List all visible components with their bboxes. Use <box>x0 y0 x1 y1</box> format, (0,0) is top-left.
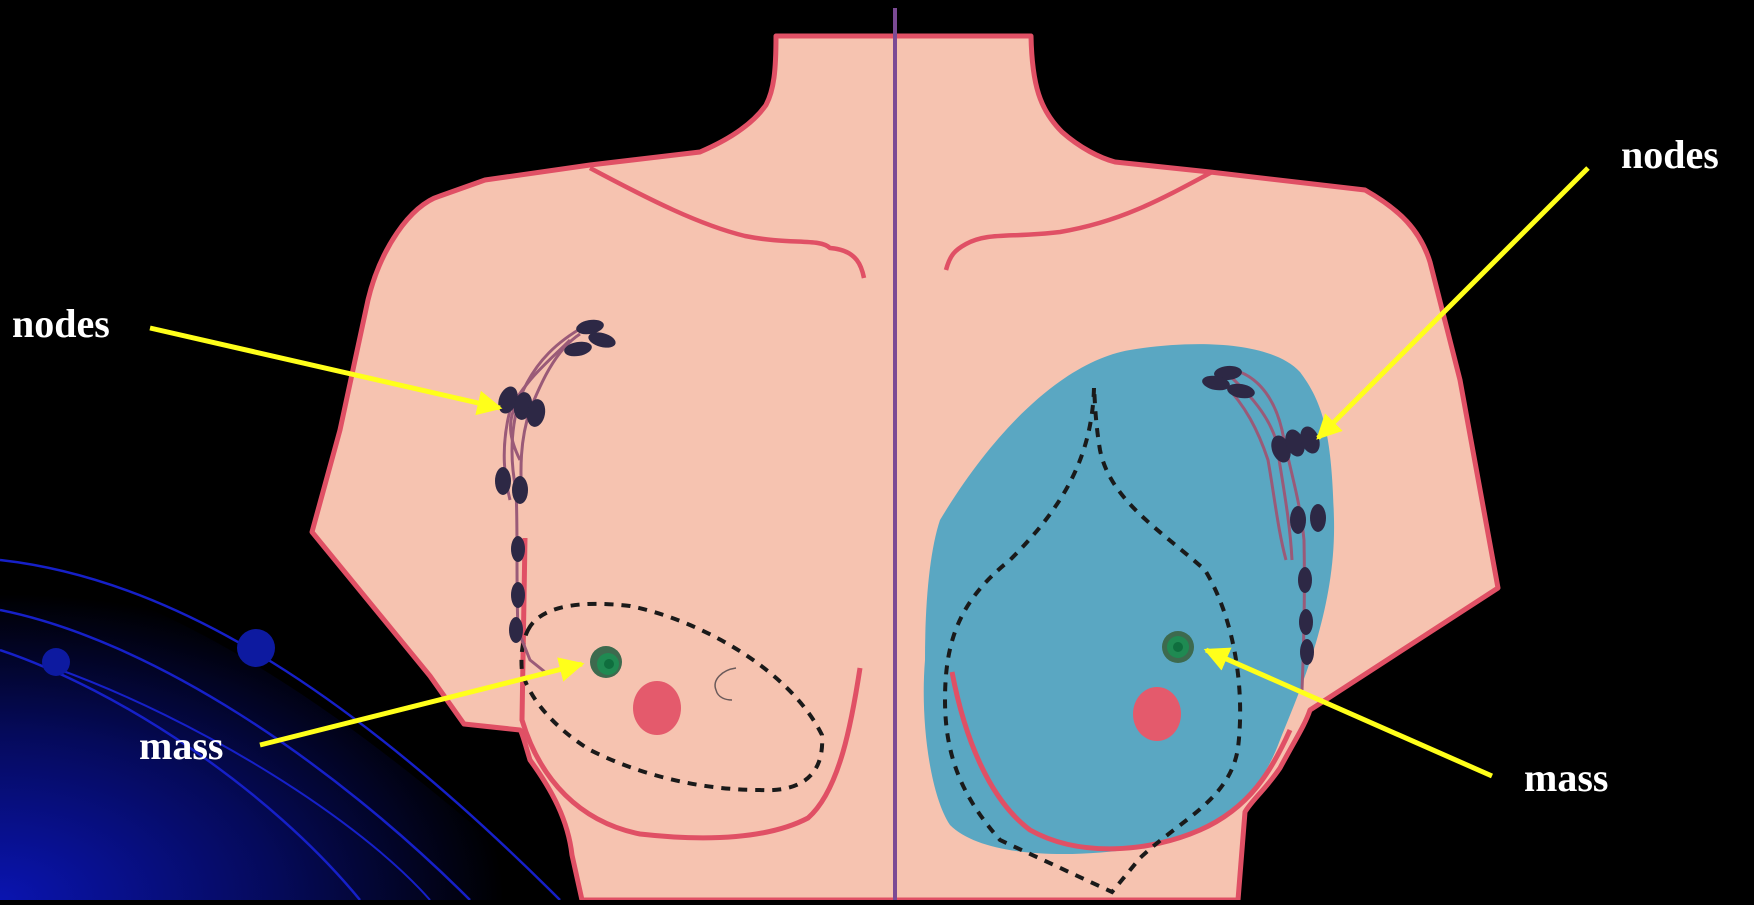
node <box>509 617 523 643</box>
node <box>1298 567 1312 593</box>
node <box>1310 504 1326 532</box>
decor-dot-small <box>42 648 70 676</box>
node <box>511 582 525 608</box>
label-mass-left: mass <box>139 726 223 766</box>
label-mass-right: mass <box>1524 758 1608 798</box>
node <box>1290 506 1306 534</box>
node <box>1300 639 1314 665</box>
right-nipple <box>1133 687 1181 741</box>
left-nipple <box>633 681 681 735</box>
label-nodes-left: nodes <box>12 304 110 344</box>
left-mass <box>590 646 622 678</box>
node <box>495 467 511 495</box>
right-mass <box>1162 631 1194 663</box>
node <box>512 476 528 504</box>
decor-dot-large <box>237 629 275 667</box>
node <box>1299 609 1313 635</box>
node <box>511 536 525 562</box>
label-nodes-right: nodes <box>1621 135 1719 175</box>
